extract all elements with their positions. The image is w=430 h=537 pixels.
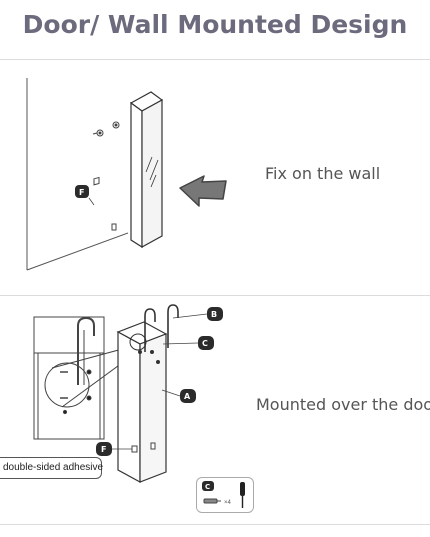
zoom-inset <box>33 316 138 440</box>
kit-quantity: ×4 <box>224 500 232 506</box>
badge-c-text: C <box>202 339 208 348</box>
badge-f-wall <box>75 185 95 206</box>
badge-b <box>207 307 223 321</box>
badge-a-text: A <box>184 392 191 401</box>
badge-a <box>180 389 196 403</box>
badge-f-door-text: F <box>101 445 106 454</box>
wall-screws-icon <box>92 121 120 137</box>
divider-middle <box>0 295 430 296</box>
screw-icon <box>203 498 221 504</box>
door-label: Mounted over the door <box>256 395 430 414</box>
mirror-panel-icon <box>129 91 164 249</box>
badge-f-text: F <box>79 188 84 197</box>
screwdriver-icon <box>240 482 245 508</box>
page-title: Door/ Wall Mounted Design <box>22 10 408 39</box>
wall-outline <box>26 78 129 271</box>
door-panel-icon <box>116 321 168 484</box>
adhesive-callout: double-sided adhesive <box>0 457 104 479</box>
adhesive-label: double-sided adhesive <box>3 462 104 473</box>
badge-c-kit-text: C <box>205 483 210 491</box>
badge-b-text: B <box>211 310 217 319</box>
divider-bottom <box>0 524 430 525</box>
wall-label: Fix on the wall <box>265 164 381 183</box>
direction-arrow-icon <box>179 175 227 207</box>
badge-c-kit <box>202 481 214 491</box>
door-hooks-icon <box>129 304 179 364</box>
badge-f-door <box>96 442 112 456</box>
badge-c <box>198 336 214 350</box>
adhesive-pad-icon <box>93 176 117 231</box>
divider-top <box>0 59 430 60</box>
